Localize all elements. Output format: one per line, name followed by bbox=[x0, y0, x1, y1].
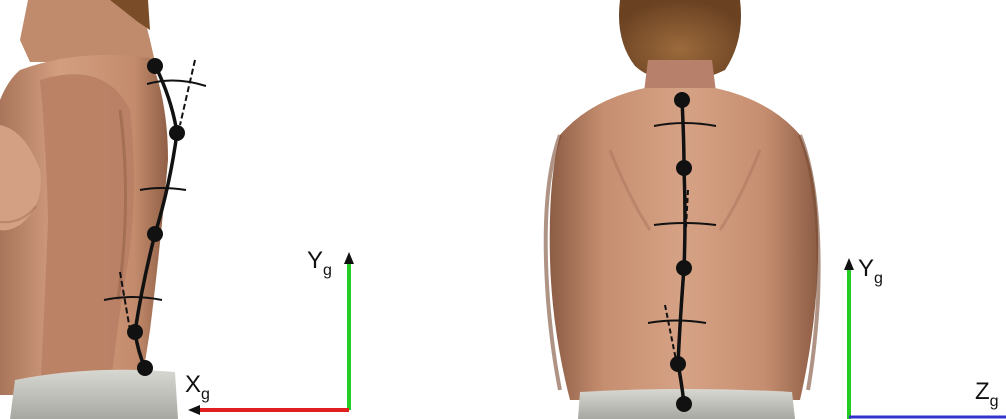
marker-c7 bbox=[147, 58, 163, 74]
marker-t-upper bbox=[169, 125, 185, 141]
side-view-panel: Yg Xg bbox=[0, 0, 354, 419]
marker-back-5 bbox=[676, 396, 692, 412]
neck-back bbox=[644, 60, 716, 92]
y-axis-label-side: Yg bbox=[307, 247, 332, 279]
back-view-panel: Yg Zg bbox=[546, 0, 1006, 419]
marker-l-upper bbox=[127, 324, 143, 340]
side-axes: Yg Xg bbox=[185, 247, 354, 415]
marker-back-1 bbox=[674, 92, 690, 108]
marker-back-2 bbox=[676, 160, 692, 176]
z-axis-label-back: Zg bbox=[975, 378, 999, 410]
back-axes: Yg Zg bbox=[844, 255, 1006, 419]
shorts-side bbox=[10, 370, 178, 419]
marker-t-lower bbox=[147, 226, 163, 242]
y-axis-arrow-side bbox=[344, 252, 354, 264]
marker-sacrum bbox=[137, 360, 153, 376]
marker-back-4 bbox=[670, 356, 686, 372]
marker-back-3 bbox=[676, 260, 692, 276]
x-axis-label-side: Xg bbox=[185, 371, 210, 403]
y-axis-label-back: Yg bbox=[858, 255, 883, 287]
y-axis-arrow-back bbox=[844, 258, 854, 270]
x-axis-arrow-side bbox=[188, 405, 200, 415]
